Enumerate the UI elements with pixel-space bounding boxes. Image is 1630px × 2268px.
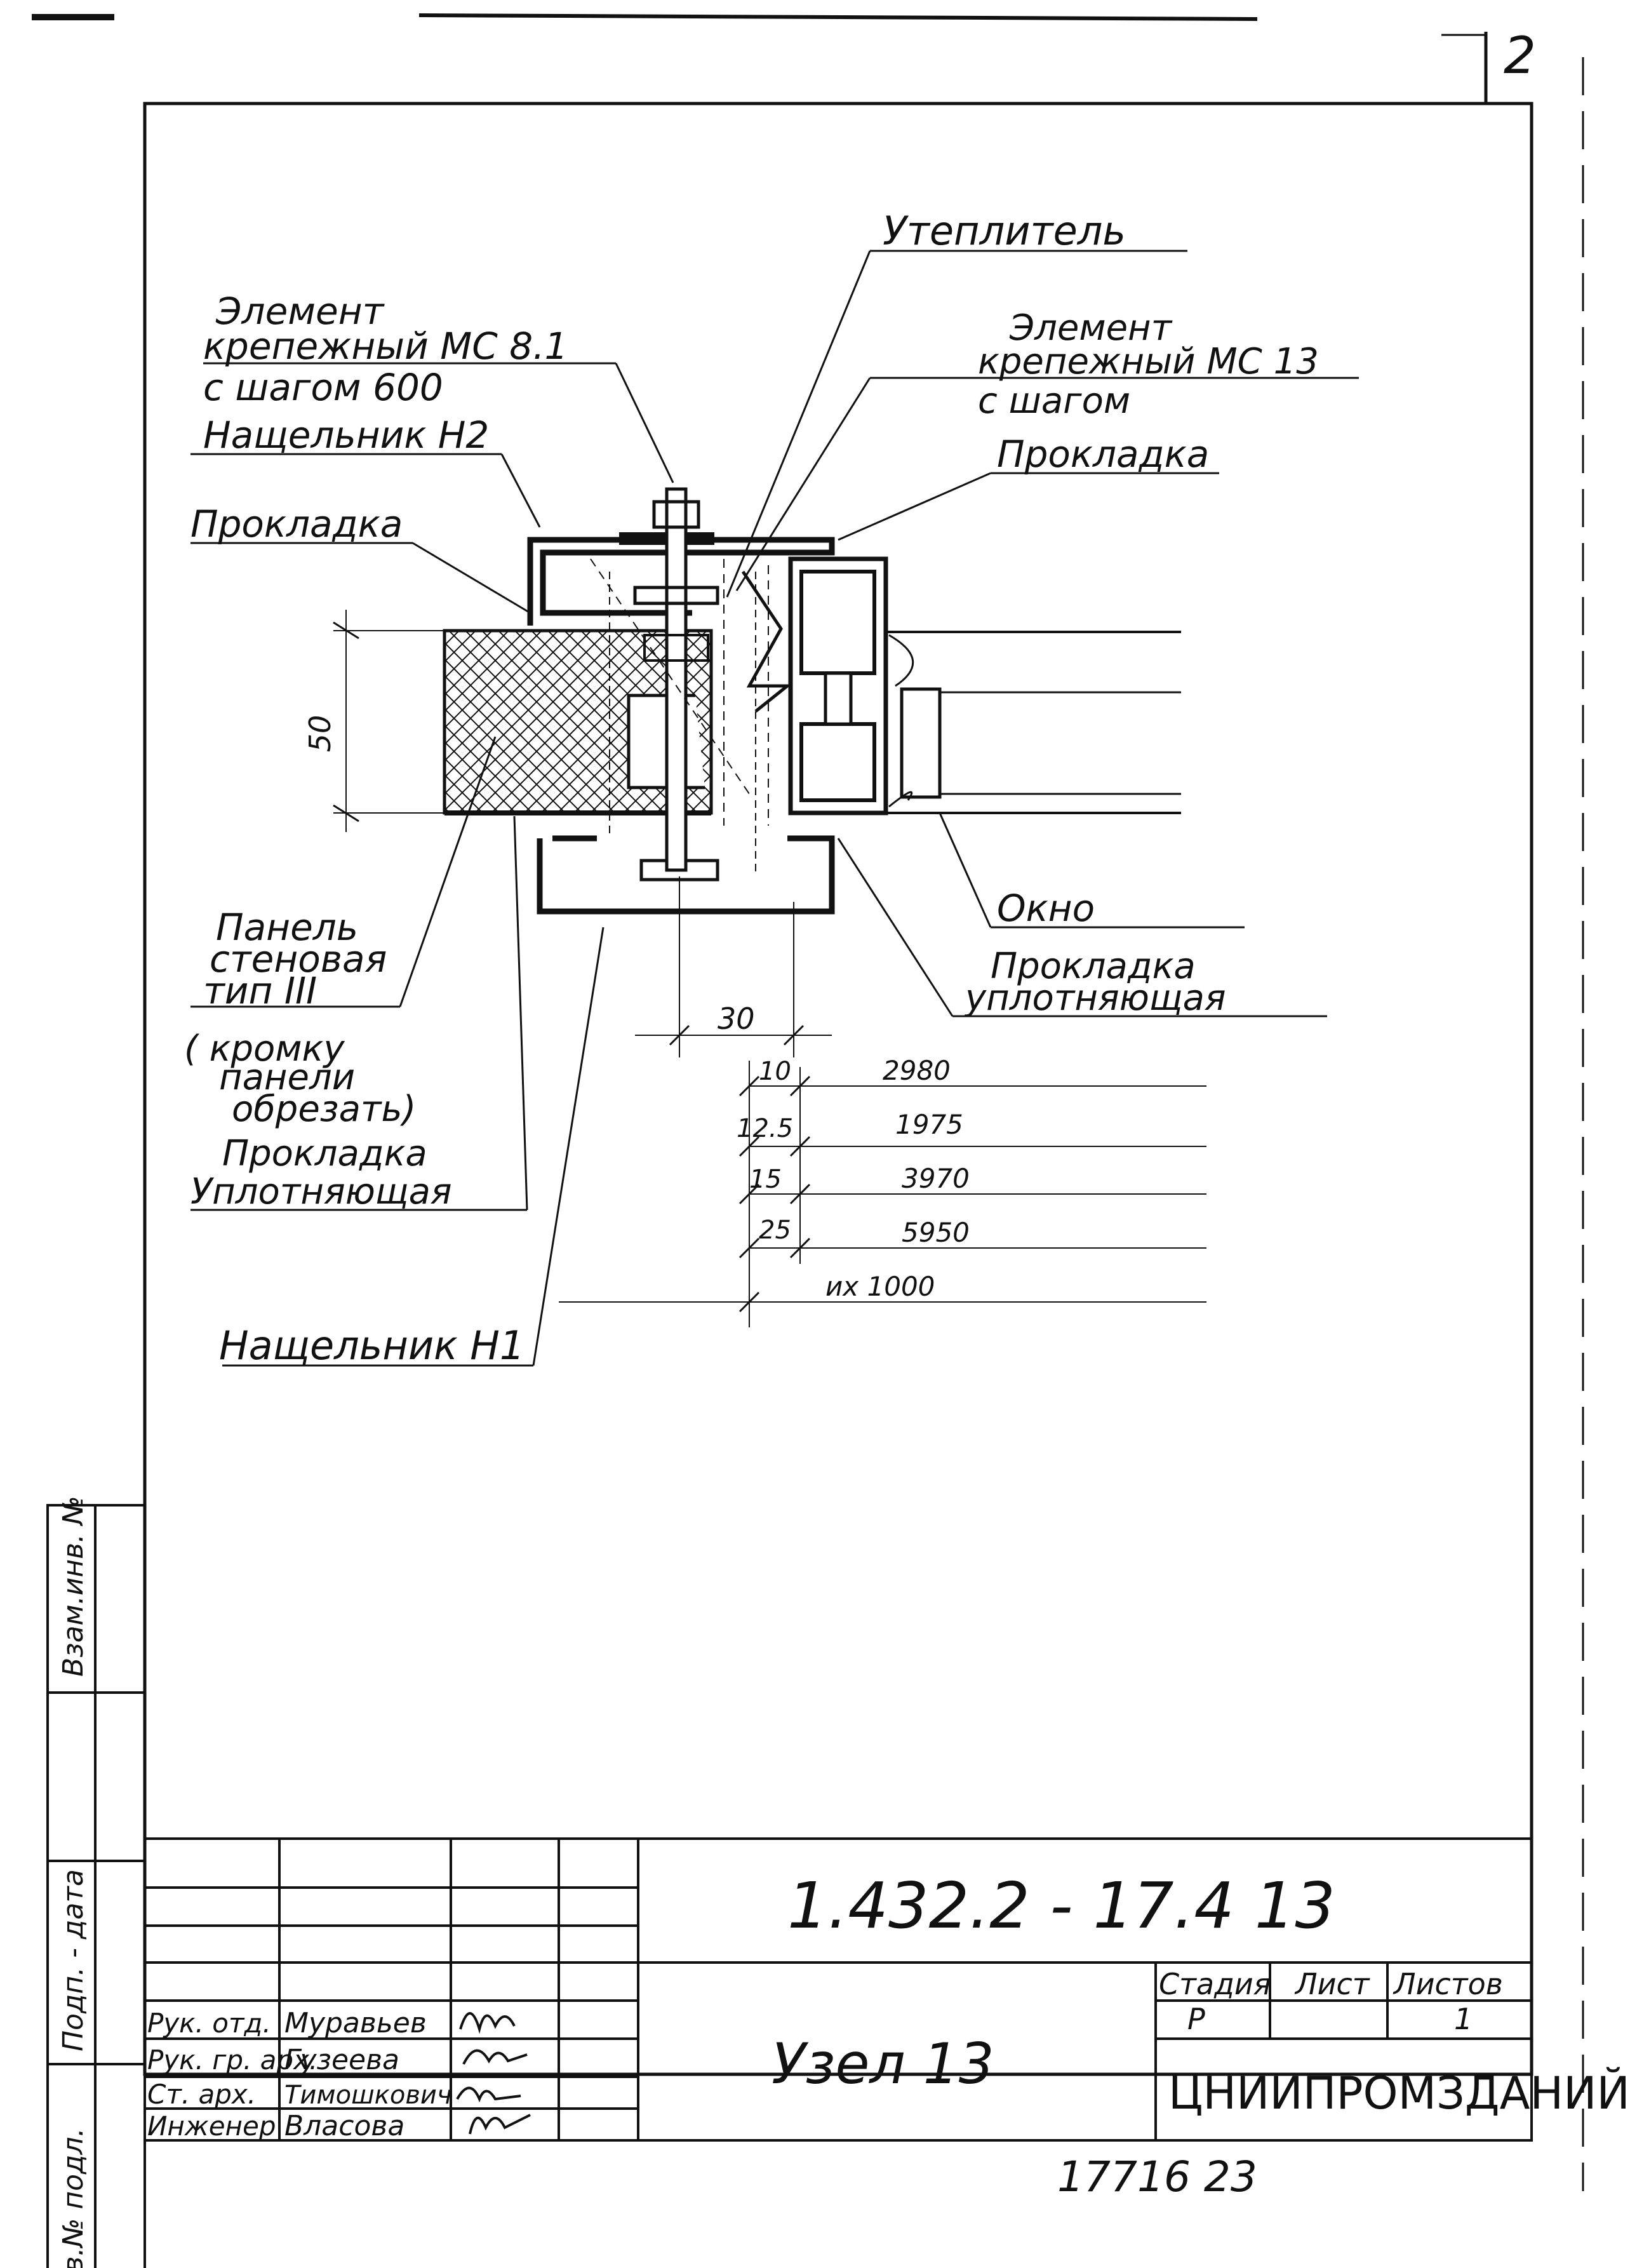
dim-row-3-b: 3970 bbox=[902, 1163, 970, 1194]
label-panel-6: обрезать) bbox=[232, 1089, 416, 1130]
label-cover-strip-h2: Нащельник Н2 bbox=[203, 413, 489, 457]
label-panel-7: Прокладка bbox=[222, 1133, 427, 1174]
dim-row-1-b: 2980 bbox=[883, 1055, 951, 1086]
dim-row-4-b: 5950 bbox=[902, 1217, 970, 1248]
dimension-panel-height: 50 bbox=[303, 715, 337, 753]
label-gasket-left: Прокладка bbox=[190, 502, 403, 546]
role-4: Инженер bbox=[147, 2110, 276, 2142]
label-gasket-right: Прокладка bbox=[997, 433, 1209, 476]
dim-row-2-a: 12.5 bbox=[737, 1114, 793, 1143]
dim-row-2-b: 1975 bbox=[895, 1109, 963, 1140]
label-panel-4: ( кромку bbox=[184, 1028, 345, 1070]
label-cover-strip-h1: Нащельник Н1 bbox=[219, 1322, 524, 1369]
dim-row-4-a: 25 bbox=[759, 1216, 791, 1245]
organization: ЦНИИПРОМЗДАНИЙ bbox=[1168, 2067, 1630, 2119]
stage-value: Р bbox=[1187, 2002, 1205, 2036]
label-fastener-left-1: Элемент bbox=[215, 290, 385, 333]
side-stamp-cell-2: Подп. - дата bbox=[57, 1869, 90, 2051]
label-fastener-right-2: крепежный МС 13 bbox=[978, 341, 1319, 382]
cover-strip-h2 bbox=[527, 537, 835, 626]
sheet-header: Лист bbox=[1294, 1967, 1370, 2001]
side-stamp-cell-1: Взам.инв. № bbox=[57, 1496, 90, 1677]
label-panel-2: стеновая bbox=[210, 937, 387, 981]
dimension-offset: 30 bbox=[718, 1002, 755, 1036]
dimension-table-lines bbox=[559, 876, 1206, 1327]
dim-row-3-a: 15 bbox=[749, 1165, 782, 1194]
title-block-grid bbox=[144, 1837, 1533, 2142]
label-insulation: Утеплитель bbox=[883, 208, 1126, 254]
label-panel-3: тип III bbox=[203, 969, 317, 1012]
dim-row-1-a: 10 bbox=[759, 1057, 791, 1086]
label-sealing-gasket-right-1: Прокладка bbox=[991, 946, 1196, 987]
name-4: Власова bbox=[284, 2110, 404, 2142]
scan-edge-marks bbox=[32, 13, 1488, 105]
role-3: Ст. арх. bbox=[147, 2079, 256, 2110]
inventory-number: 17716 23 bbox=[1057, 2152, 1257, 2201]
node-drawing bbox=[333, 487, 1181, 915]
name-1: Муравьев bbox=[284, 2007, 427, 2039]
role-2: Рук. гр. арх. bbox=[147, 2044, 317, 2076]
label-panel-1: Панель bbox=[216, 906, 358, 949]
label-fastener-right-3: с шагом bbox=[978, 380, 1130, 422]
bolt bbox=[665, 487, 688, 872]
label-panel-5: панели bbox=[219, 1057, 355, 1098]
signatures bbox=[456, 2012, 531, 2135]
label-fastener-left-2: крепежный МС 8.1 bbox=[203, 325, 568, 368]
insulation-gap bbox=[741, 570, 792, 713]
drawing-frame bbox=[143, 102, 1533, 2076]
side-stamp-cell-3: Инв.№ подл. bbox=[57, 2128, 90, 2268]
label-fastener-right-1: Элемент bbox=[1009, 307, 1173, 349]
leader-lines bbox=[190, 250, 1359, 1367]
window-frame bbox=[788, 556, 1181, 815]
label-sealing-gasket-right-2: уплотняющая bbox=[964, 977, 1226, 1019]
sheet-title: Узел 13 bbox=[772, 2031, 994, 2097]
cover-strip-h1 bbox=[537, 835, 835, 915]
role-1: Рук. отд. bbox=[147, 2008, 271, 2039]
dim-footer: их 1000 bbox=[825, 1271, 935, 1302]
corner-mark: 2 bbox=[1504, 26, 1536, 85]
label-fastener-left-3: с шагом 600 bbox=[203, 366, 443, 409]
label-panel-8: Уплотняющая bbox=[190, 1171, 452, 1212]
sheets-header: Листов bbox=[1393, 1967, 1503, 2001]
name-2: Гузеева bbox=[284, 2044, 399, 2076]
stage-header: Стадия bbox=[1159, 1967, 1271, 2001]
label-window: Окно bbox=[997, 887, 1095, 930]
document-code: 1.432.2 - 17.4 13 bbox=[787, 1869, 1335, 1943]
name-3: Тимошкович bbox=[284, 2081, 452, 2110]
sheets-value: 1 bbox=[1454, 2002, 1473, 2036]
